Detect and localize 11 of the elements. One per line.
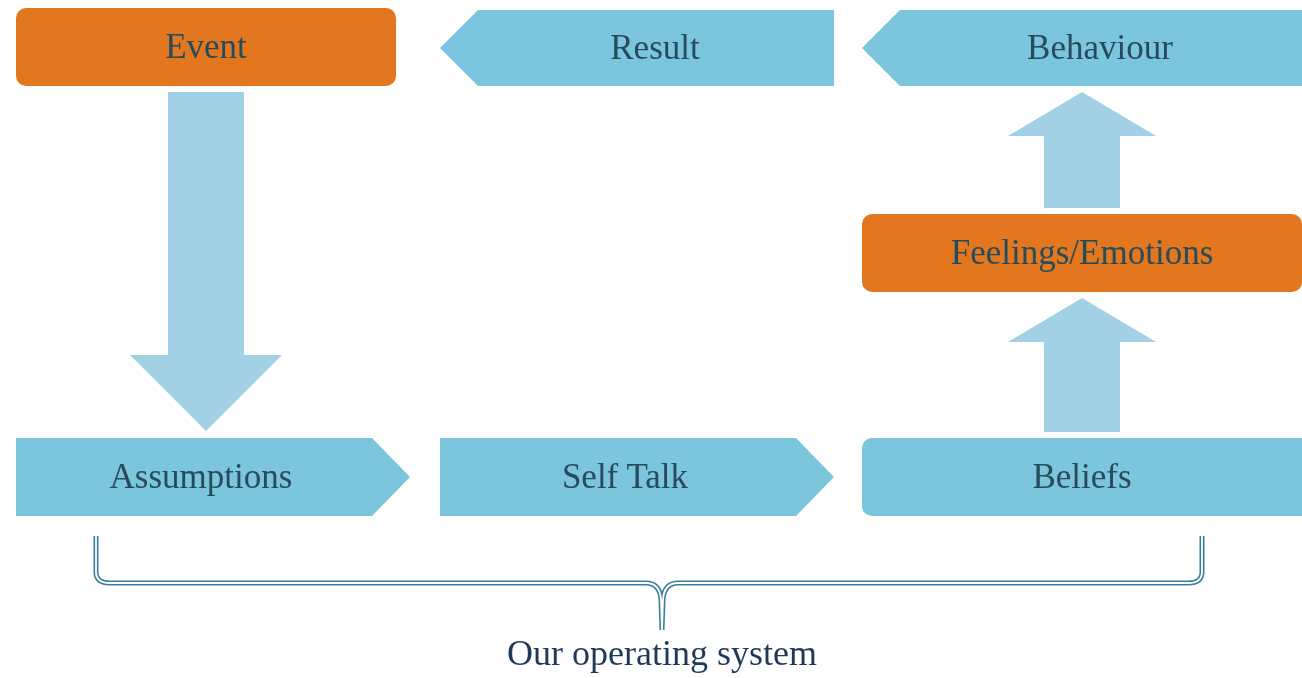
chevron-box: Assumptions: [16, 438, 410, 516]
chevron-box: Result: [440, 10, 834, 86]
process-box: Event: [16, 8, 396, 86]
block-arrow: [1007, 91, 1157, 208]
chevron-box: Behaviour: [862, 10, 1302, 86]
chevron-box: Self Talk: [440, 438, 834, 516]
block-arrow: [130, 92, 282, 431]
process-box: Feelings/Emotions: [862, 214, 1302, 292]
process-box: Beliefs: [862, 438, 1302, 516]
caption-text: Our operating system: [507, 632, 817, 674]
block-arrow: [1007, 297, 1157, 432]
